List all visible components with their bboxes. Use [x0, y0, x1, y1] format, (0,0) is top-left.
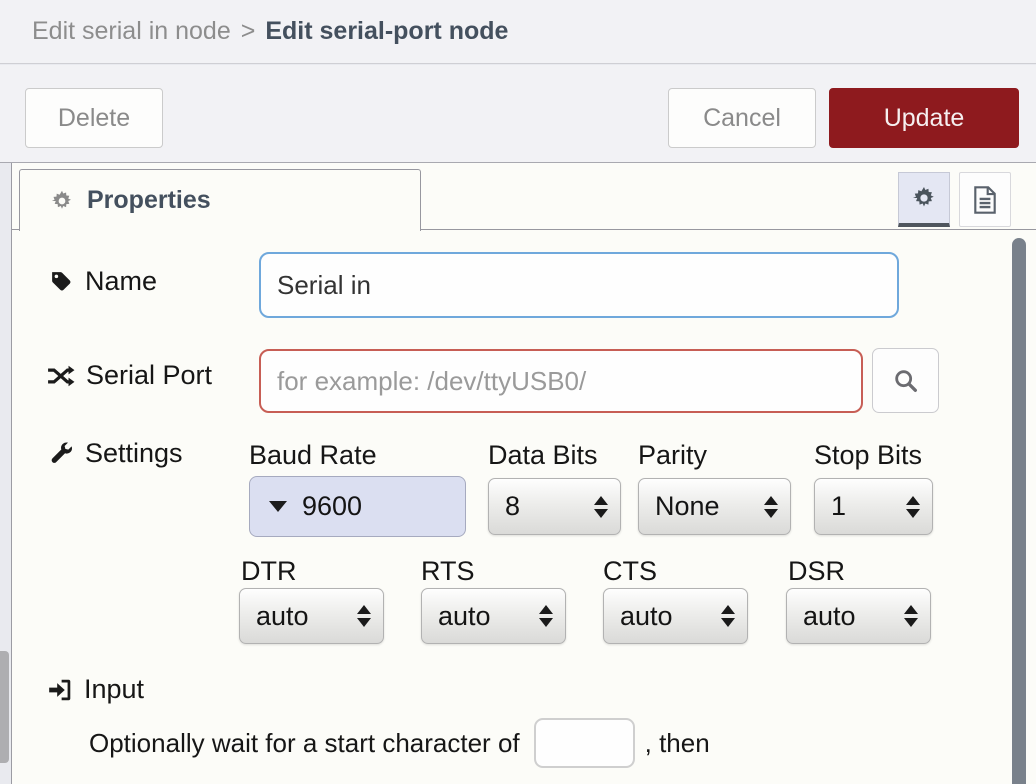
- tab-properties[interactable]: Properties: [19, 169, 421, 231]
- up-down-arrows-icon: [906, 495, 920, 518]
- stop-bits-select[interactable]: 1: [814, 478, 933, 535]
- up-down-arrows-icon: [357, 605, 371, 627]
- baud-rate-header: Baud Rate: [249, 440, 377, 470]
- cts-select[interactable]: auto: [603, 588, 748, 644]
- breadcrumb-separator: >: [240, 17, 256, 45]
- serial-port-input[interactable]: [259, 349, 863, 413]
- up-down-arrows-icon: [904, 605, 918, 627]
- gear-icon: [911, 185, 937, 211]
- name-input[interactable]: [259, 252, 899, 318]
- name-label-row: Name: [49, 266, 157, 297]
- node-description-button[interactable]: [959, 172, 1011, 227]
- dsr-value: auto: [803, 600, 856, 631]
- rts-header: RTS: [421, 556, 475, 586]
- delete-button[interactable]: Delete: [25, 88, 163, 148]
- document-icon: [973, 185, 997, 214]
- input-section-label-row: Input: [47, 674, 144, 705]
- start-character-text-before: Optionally wait for a start character of: [89, 727, 520, 758]
- left-scrollbar-thumb[interactable]: [0, 651, 9, 763]
- cancel-button[interactable]: Cancel: [668, 88, 816, 148]
- parity-value: None: [655, 491, 720, 521]
- serial-port-label: Serial Port: [86, 360, 213, 390]
- data-bits-value: 8: [505, 491, 521, 521]
- dtr-header: DTR: [241, 556, 297, 586]
- dtr-select[interactable]: auto: [239, 588, 384, 644]
- parity-header: Parity: [638, 440, 708, 470]
- cts-value: auto: [620, 600, 673, 631]
- tab-properties-label: Properties: [87, 186, 211, 214]
- up-down-arrows-icon: [764, 495, 778, 518]
- tag-icon: [49, 269, 74, 294]
- up-down-arrows-icon: [594, 495, 608, 518]
- shuffle-icon: [47, 364, 75, 388]
- parity-select[interactable]: None: [638, 478, 791, 535]
- dsr-header: DSR: [788, 556, 846, 586]
- sign-in-icon: [47, 677, 73, 703]
- input-section-label: Input: [84, 674, 145, 704]
- dsr-select[interactable]: auto: [786, 588, 931, 644]
- settings-label-row: Settings: [49, 438, 183, 469]
- breadcrumb: Edit serial in node > Edit serial-port n…: [32, 17, 508, 46]
- baud-rate-value: 9600: [302, 491, 363, 521]
- breadcrumb-current: Edit serial-port node: [265, 17, 509, 45]
- up-down-arrows-icon: [721, 605, 735, 627]
- wrench-icon: [49, 441, 74, 466]
- start-character-row: Optionally wait for a start character of…: [89, 716, 710, 770]
- start-character-input[interactable]: [533, 718, 635, 768]
- dialog-toolbar: Delete Cancel Update: [0, 65, 1036, 163]
- name-label: Name: [85, 266, 158, 296]
- serial-port-label-row: Serial Port: [47, 360, 212, 391]
- up-down-arrows-icon: [539, 605, 553, 627]
- breadcrumb-parent[interactable]: Edit serial in node: [32, 17, 231, 45]
- node-properties-button[interactable]: [898, 172, 950, 227]
- settings-label: Settings: [85, 438, 183, 468]
- tabbar-divider: [12, 229, 1036, 230]
- baud-rate-select[interactable]: 9600: [249, 476, 466, 537]
- data-bits-header: Data Bits: [488, 440, 598, 470]
- stop-bits-value: 1: [831, 491, 847, 521]
- serial-port-search-button[interactable]: [872, 348, 939, 413]
- dtr-value: auto: [256, 600, 309, 631]
- vertical-scrollbar-thumb[interactable]: [1012, 238, 1026, 784]
- magnifier-icon: [892, 367, 920, 395]
- cts-header: CTS: [603, 556, 657, 586]
- edit-dialog-panel: Properties Na: [11, 163, 1036, 784]
- dialog-header: Edit serial in node > Edit serial-port n…: [0, 0, 1036, 64]
- gear-icon: [50, 189, 74, 213]
- caret-down-icon: [269, 501, 287, 512]
- update-button[interactable]: Update: [829, 88, 1019, 148]
- rts-value: auto: [438, 600, 491, 631]
- stop-bits-header: Stop Bits: [814, 440, 923, 470]
- start-character-text-after: , then: [644, 727, 710, 758]
- rts-select[interactable]: auto: [421, 588, 566, 644]
- data-bits-select[interactable]: 8: [488, 478, 621, 535]
